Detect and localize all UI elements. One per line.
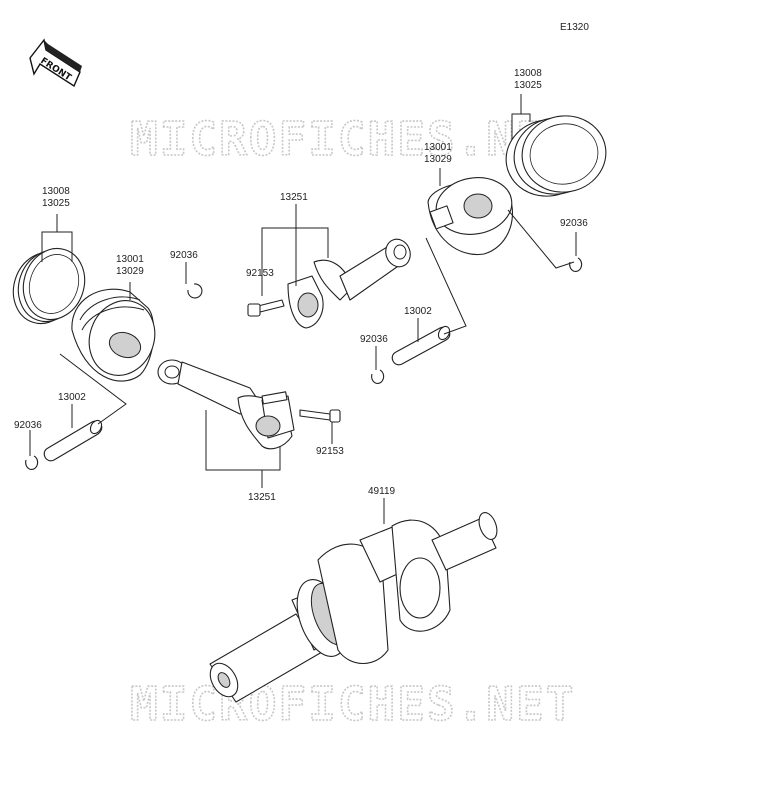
label-bolt-top: 92153 bbox=[246, 268, 274, 279]
label-rod-top: 13251 bbox=[280, 192, 308, 203]
piston-pin-right[interactable] bbox=[391, 324, 452, 366]
crankshaft[interactable] bbox=[205, 510, 501, 703]
label-pin-left: 13002 bbox=[58, 392, 86, 403]
piston-pin-clip-left-bottom[interactable] bbox=[25, 455, 39, 470]
connecting-rod-lower[interactable] bbox=[157, 359, 295, 450]
label-ring-right-a: 13008 bbox=[514, 68, 542, 79]
watermark-bottom: MICROFICHES.NET bbox=[130, 677, 575, 731]
label-piston-left-a: 13001 bbox=[116, 254, 144, 265]
label-ring-right-b: 13025 bbox=[514, 80, 542, 91]
connecting-rod-bolt-lower[interactable] bbox=[299, 409, 341, 423]
leader-lines bbox=[29, 94, 577, 524]
label-clip-right-mid: 92036 bbox=[360, 334, 388, 345]
watermark-top: MICROFICHES.NET bbox=[130, 112, 575, 166]
piston-ring-set-right[interactable] bbox=[500, 109, 612, 202]
label-rod-bottom: 13251 bbox=[248, 492, 276, 503]
diagram-code: E1320 bbox=[560, 22, 589, 33]
label-piston-right-b: 13029 bbox=[424, 154, 452, 165]
label-clip-left-bottom: 92036 bbox=[14, 420, 42, 431]
label-clip-left-top: 92036 bbox=[170, 250, 198, 261]
piston-pin-left[interactable] bbox=[43, 418, 104, 462]
label-piston-left-b: 13029 bbox=[116, 266, 144, 277]
piston-pin-clip-right-top[interactable] bbox=[569, 257, 583, 272]
piston-right[interactable] bbox=[427, 172, 516, 256]
label-crankshaft: 49119 bbox=[368, 486, 396, 497]
front-arrow-icon: FRONT bbox=[29, 38, 82, 88]
label-clip-right-top: 92036 bbox=[560, 218, 588, 229]
piston-pin-clip-right-mid[interactable] bbox=[371, 369, 385, 384]
part-labels: 13008 13025 13001 13029 92036 13002 9203… bbox=[14, 68, 588, 503]
connecting-rod-upper[interactable] bbox=[287, 236, 414, 329]
piston-pin-clip-left-top[interactable] bbox=[187, 283, 203, 299]
label-pin-right: 13002 bbox=[404, 306, 432, 317]
piston-ring-set-left[interactable] bbox=[4, 240, 93, 331]
label-piston-right-a: 13001 bbox=[424, 142, 452, 153]
label-ring-left-a: 13008 bbox=[42, 186, 70, 197]
connecting-rod-bolt-upper[interactable] bbox=[247, 299, 285, 317]
label-bolt-bottom: 92153 bbox=[316, 446, 344, 457]
label-ring-left-b: 13025 bbox=[42, 198, 70, 209]
piston-left[interactable] bbox=[71, 288, 165, 384]
